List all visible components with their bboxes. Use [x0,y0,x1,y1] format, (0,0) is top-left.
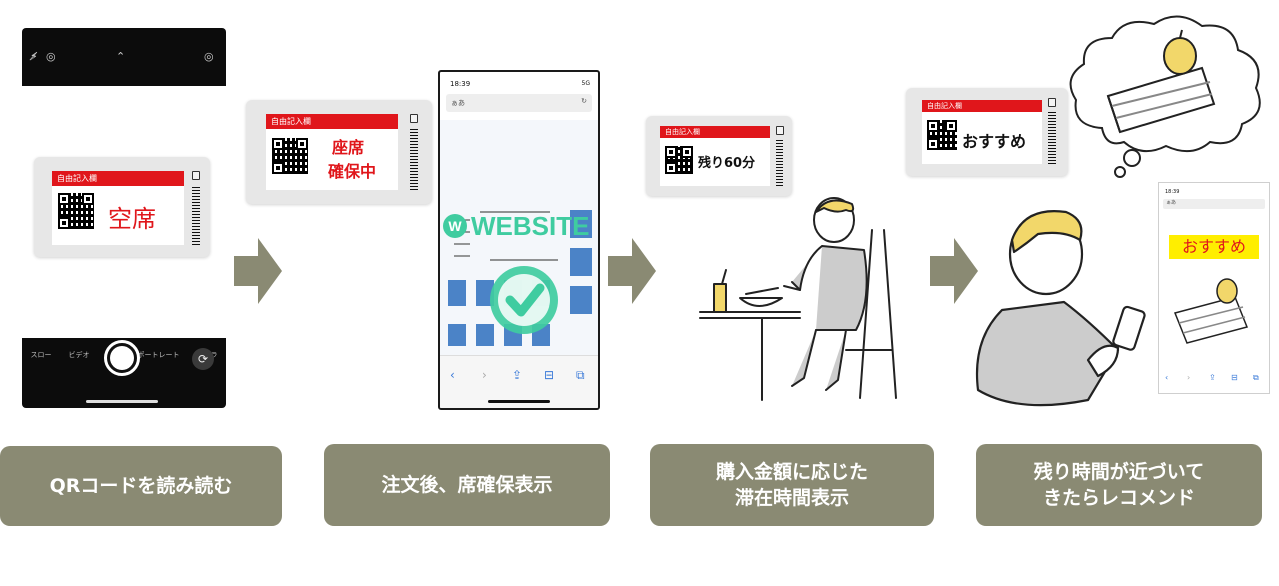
recommend-phone: 18:39 ぁあ おすすめ ‹ › ⇪ ⊟ ⧉ [1158,182,1270,394]
bookmarks-icon[interactable]: ⊟ [544,368,555,382]
shelf-tag-vacant: 自由記入欄 空席 [34,157,210,257]
step-3-caption: 購入金額に応じた 滞在時間表示 [650,444,934,526]
flash-off-icon[interactable]: ⚡̸ [30,50,38,63]
browser-toolbar: ‹ › ⇪ ⊟ ⧉ [1159,369,1269,393]
thought-bubble-cake-icon [1069,15,1261,178]
step-3-text-line2: 滞在時間表示 [734,487,849,509]
website-phone: 18:39 5G ぁあ ↻ W WEBSITE ‹ › ⇪ [438,70,600,410]
step-2-caption: 注文後、席確保表示 [324,444,610,526]
forward-icon[interactable]: › [1187,373,1191,382]
arrow-right-icon [234,238,282,304]
address-bar[interactable]: ぁあ ↻ [446,94,592,112]
shelf-tag-remaining: 自由記入欄 残り60分 [646,116,792,196]
step-1-caption: QRコードを読み読む [0,446,282,526]
step-1-text: QRコードを読み読む [49,475,233,497]
share-icon[interactable]: ⇪ [512,368,523,382]
website-content [440,120,598,356]
home-indicator [488,400,550,403]
mode-portrait[interactable]: ポートレート [137,351,180,359]
tag-header: 自由記入欄 [660,126,770,138]
checkmark-icon [490,266,558,334]
chevron-up-icon[interactable]: ⌃ [116,50,126,63]
tag-status-reserved-line2: 確保中 [328,162,377,181]
forward-icon[interactable]: › [482,368,487,382]
status-time: 18:39 [450,80,471,88]
shelf-tag-recommend: 自由記入欄 おすすめ [906,88,1068,176]
browser-toolbar: ‹ › ⇪ ⊟ ⧉ [440,355,598,408]
arrow-right-icon [608,238,656,304]
shutter-button[interactable] [104,340,140,376]
home-indicator [86,400,158,403]
step-2-text: 注文後、席確保表示 [381,474,553,496]
tag-button [192,171,200,180]
tag-button [410,114,418,123]
text-size-label[interactable]: ぁあ [451,99,465,107]
recommend-banner: おすすめ [1169,235,1259,259]
step-3-text-line1: 購入金額に応じた [715,461,868,483]
qr-code-icon [58,193,94,229]
arrow-right-icon [930,238,978,304]
status-signal: 5G [581,80,590,87]
shelf-tag-reserved: 自由記入欄 座席 確保中 [246,100,432,204]
step-4-caption: 残り時間が近づいて きたらレコメンド [976,444,1262,526]
mode-slow[interactable]: スロー [30,351,52,359]
reload-icon[interactable]: ↻ [581,97,587,105]
back-icon[interactable]: ‹ [1165,373,1169,382]
tabs-icon[interactable]: ⧉ [576,368,585,382]
tag-button [1048,98,1056,107]
person-with-phone-illustration [975,210,1146,407]
website-logo: W WEBSITE [443,212,589,240]
step-4-text-line2: きたらレコメンド [1042,487,1195,509]
tag-status-vacant: 空席 [108,205,156,233]
tag-header: 自由記入欄 [266,114,398,129]
share-icon[interactable]: ⇪ [1209,373,1216,382]
tag-header: 自由記入欄 [922,100,1042,112]
tag-header: 自由記入欄 [52,171,184,186]
mode-video[interactable]: ビデオ [68,351,90,359]
night-mode-icon[interactable]: ◎ [204,50,214,63]
qr-code-icon [927,120,957,150]
diner-illustration [699,197,897,401]
status-time: 18:39 [1165,189,1180,195]
switch-camera-icon[interactable]: ⟳ [192,348,214,370]
logo-letter: W [448,218,462,234]
barcode [192,185,200,245]
address-bar[interactable]: ぁあ [1163,199,1265,209]
cake-icon [1173,278,1249,344]
tag-status-reserved-line1: 座席 [332,138,365,157]
tag-button [776,126,784,135]
camera-top-bar: ⚡̸ ◎ ⌃ ◎ [22,28,226,86]
barcode [776,138,783,186]
tag-status-recommend: おすすめ [962,132,1027,151]
back-icon[interactable]: ‹ [450,368,455,382]
logo-text: WEBSITE [471,212,589,240]
tag-status-remaining: 残り60分 [698,156,756,171]
barcode [410,128,418,190]
step-4-text-line1: 残り時間が近づいて [1033,461,1205,483]
qr-code-icon [665,146,693,174]
text-size-label[interactable]: ぁあ [1166,200,1177,206]
barcode [1048,112,1056,164]
qr-code-icon [272,138,308,174]
tabs-icon[interactable]: ⧉ [1253,373,1259,382]
bookmarks-icon[interactable]: ⊟ [1231,373,1238,382]
live-photo-icon[interactable]: ◎ [46,50,56,63]
